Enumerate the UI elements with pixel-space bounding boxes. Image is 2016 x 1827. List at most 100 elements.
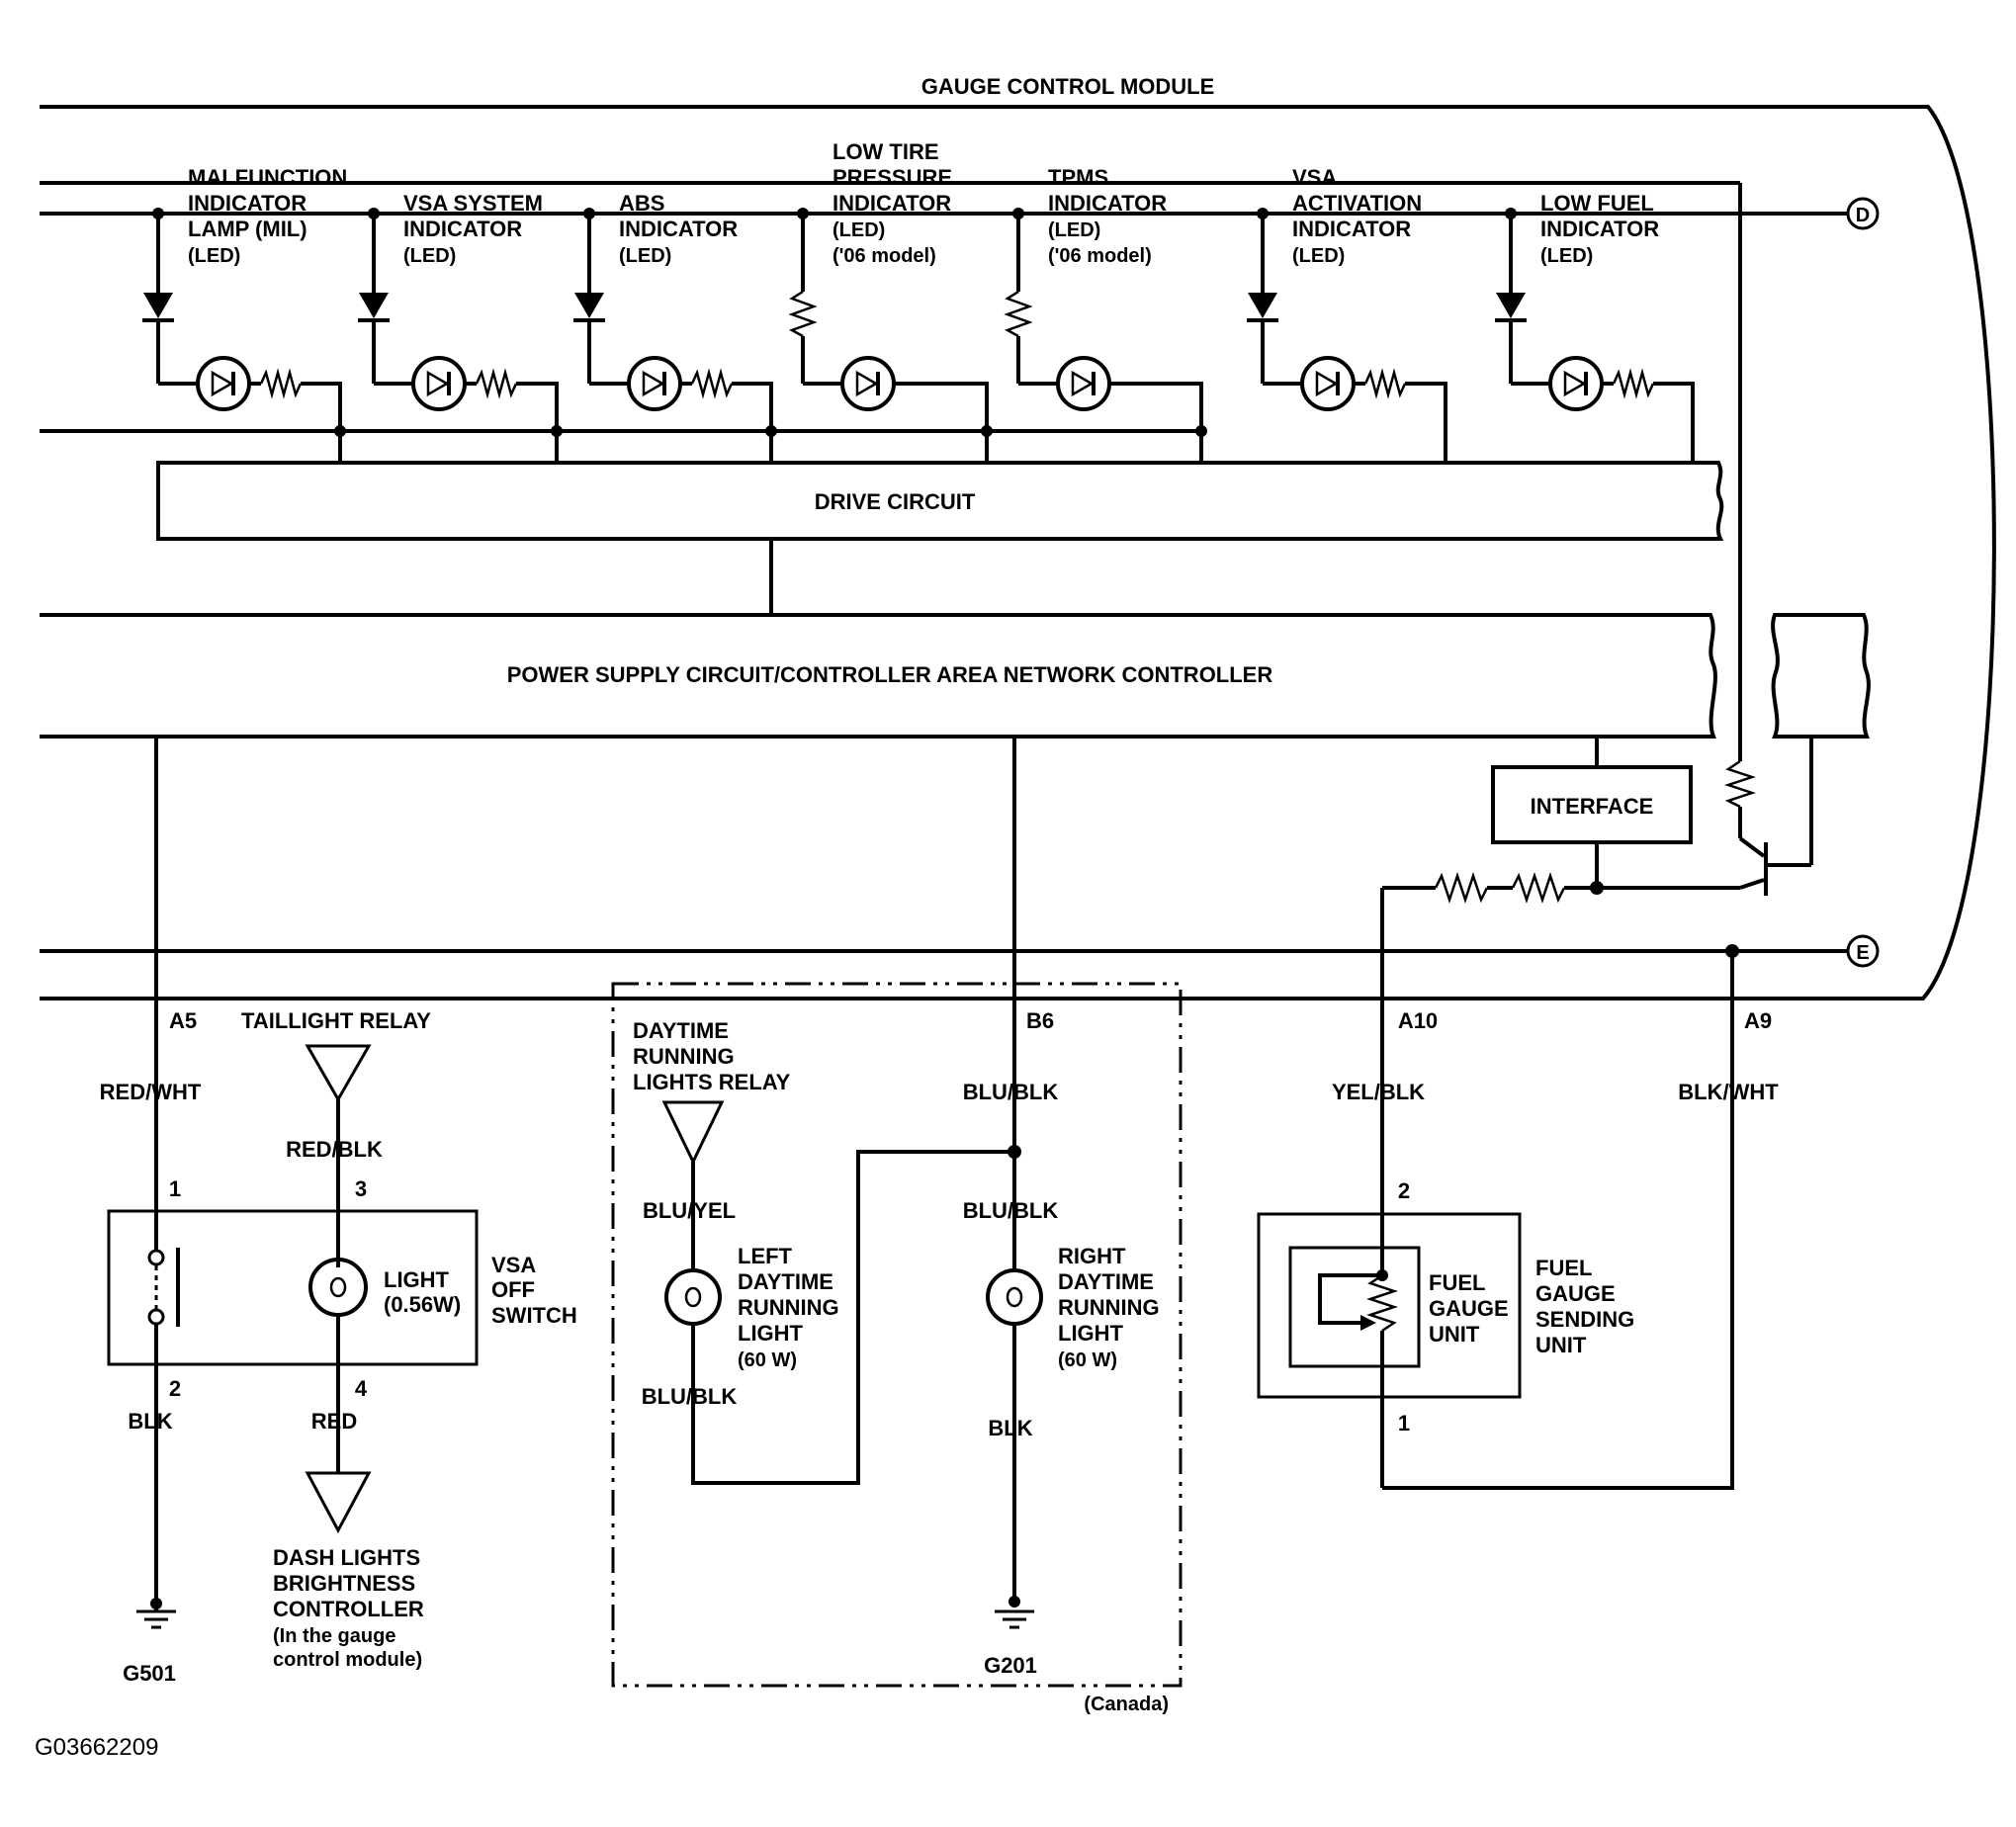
left-drl-1: LEFT — [738, 1244, 793, 1268]
interface-box — [1491, 765, 1693, 844]
indicator-1-label-1: INDICATOR — [403, 217, 522, 241]
right-drl-bulb — [986, 1268, 1043, 1326]
indicator-3-label-2: INDICATOR — [833, 191, 951, 216]
connector-e: E — [1846, 934, 1880, 968]
left-drl-2: DAYTIME — [738, 1269, 833, 1294]
fuel-sending-unit-1: FUEL — [1535, 1256, 1592, 1280]
drive-junction-1 — [551, 425, 563, 437]
a10-resistors — [1380, 872, 1597, 999]
led-triangle-1 — [426, 370, 450, 397]
left-drl-5: (60 W) — [738, 1349, 797, 1371]
indicator-5-label-3: (LED) — [1292, 245, 1345, 267]
indicator-3-label-0: LOW TIRE — [833, 139, 939, 164]
drive-circuit-block — [156, 461, 1724, 541]
wire-blu-yel: BLU/YEL — [643, 1198, 736, 1223]
indicator-5-label-0: VSA — [1292, 165, 1337, 190]
led-icon-6 — [1548, 356, 1604, 411]
indicator-1-label-2: (LED) — [403, 245, 456, 267]
light-label-2: (0.56W) — [384, 1292, 461, 1317]
b6-junction — [1008, 1145, 1021, 1159]
wire-yel-blk: YEL/BLK — [1332, 1080, 1425, 1104]
indicator-4-label-3: ('06 model) — [1048, 245, 1152, 267]
indicator-0-label-0: MALFUNCTION — [188, 165, 347, 190]
indicator-4-label-1: INDICATOR — [1048, 191, 1167, 216]
pin-2: 2 — [169, 1376, 181, 1401]
indicator-5-label-2: INDICATOR — [1292, 217, 1411, 241]
led-return-4 — [1109, 382, 1203, 463]
led-return-1 — [516, 382, 559, 463]
led-triangle-3 — [855, 370, 879, 397]
pin-4: 4 — [355, 1376, 368, 1401]
wire-blu-blk-relay-out: BLU/BLK — [642, 1384, 738, 1409]
fuel-pin-1: 1 — [1398, 1411, 1410, 1436]
led-icon-3 — [840, 356, 896, 411]
left-drl-3: RUNNING — [738, 1295, 839, 1320]
diode-icon-0 — [143, 293, 173, 318]
indicator-0-label-2: LAMP (MIL) — [188, 217, 307, 241]
diode-icon-2 — [574, 293, 604, 318]
left-drl-return-wire — [691, 1150, 1014, 1485]
connector-d-label: D — [1856, 205, 1870, 226]
led-triangle-2 — [642, 370, 665, 397]
resistor-icon-4 — [1004, 290, 1033, 338]
series-resistor-icon-1 — [475, 368, 518, 399]
drive-circuit-label: DRIVE CIRCUIT — [815, 489, 976, 514]
indicator-4-label-2: (LED) — [1048, 219, 1100, 241]
led-icon-2 — [627, 356, 682, 411]
drl-relay-3: LIGHTS RELAY — [633, 1070, 791, 1094]
right-drl-4: LIGHT — [1058, 1321, 1124, 1346]
wire-blk-right: BLK — [988, 1416, 1032, 1440]
indicator-6-label-1: INDICATOR — [1540, 217, 1659, 241]
fuel-sending-unit-3: SENDING — [1535, 1307, 1634, 1332]
indicator-4-label-0: TPMS — [1048, 165, 1108, 190]
dash-lights-5: control module) — [273, 1649, 422, 1671]
indicator-6-label-2: (LED) — [1540, 245, 1593, 267]
right-sub-block — [1766, 613, 1871, 867]
terminal-a9: A9 — [1744, 1008, 1772, 1033]
indicator-2-label-1: INDICATOR — [619, 217, 738, 241]
led-icon-5 — [1300, 356, 1356, 411]
bottom-bus-line — [40, 944, 1847, 999]
transistor-circuit — [1597, 756, 1768, 896]
led-icon-1 — [411, 356, 467, 411]
top-bus-lines — [40, 181, 1847, 756]
diode-icon-1 — [359, 293, 389, 318]
canada-label: (Canada) — [1084, 1694, 1169, 1715]
gauge-control-module-outline — [40, 105, 1996, 1000]
left-drl-bulb — [664, 1268, 722, 1326]
dash-lights-3: CONTROLLER — [273, 1597, 424, 1621]
led-return-2 — [732, 382, 773, 463]
left-drl-4: LIGHT — [738, 1321, 804, 1346]
diode-icon-5 — [1248, 293, 1277, 318]
drl-relay-symbol — [661, 1100, 725, 1166]
indicator-1-label-0: VSA SYSTEM — [403, 191, 543, 216]
indicator-3-label-3: (LED) — [833, 219, 885, 241]
dash-lights-2: BRIGHTNESS — [273, 1571, 415, 1596]
fuel-sending-unit-4: UNIT — [1535, 1333, 1587, 1357]
diode-icon-6 — [1496, 293, 1526, 318]
drl-relay-1: DAYTIME — [633, 1018, 729, 1043]
led-triangle-0 — [211, 370, 234, 397]
resistor-icon-3 — [788, 290, 818, 338]
ground-g501: G501 — [123, 1661, 176, 1686]
wire-blu-blk-b6: BLU/BLK — [963, 1080, 1059, 1104]
led-triangle-6 — [1563, 370, 1587, 397]
indicator-3-label-4: ('06 model) — [833, 245, 936, 267]
drive-junction-4 — [1195, 425, 1207, 437]
power-supply-block — [40, 613, 1717, 739]
pin-3: 3 — [355, 1176, 367, 1201]
led-icon-4 — [1056, 356, 1111, 411]
fuel-sending-unit-2: GAUGE — [1535, 1281, 1616, 1306]
wire-blk-wht: BLK/WHT — [1678, 1080, 1779, 1104]
fuel-gauge-unit-box — [1288, 1246, 1421, 1368]
terminal-a10: A10 — [1398, 1008, 1438, 1033]
vsa-off-switch-2: OFF — [491, 1277, 535, 1302]
led-return-6 — [1653, 382, 1695, 463]
led-triangle-5 — [1315, 370, 1339, 397]
indicator-0-label-1: INDICATOR — [188, 191, 307, 216]
wire-blu-blk-right: BLU/BLK — [963, 1198, 1059, 1223]
fuel-gauge-rheostat — [1318, 1269, 1398, 1488]
